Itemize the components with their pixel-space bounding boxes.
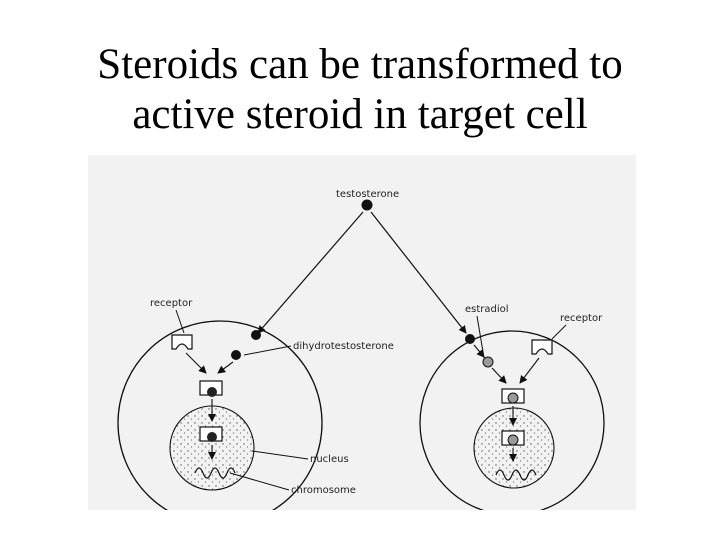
leader-receptor-left (175, 309, 185, 334)
label-testosterone: testosterone (336, 189, 399, 200)
arrow-right-receptor-bind (519, 357, 540, 384)
arrow-right-estradiol-bind (491, 367, 507, 384)
label-receptor-right: receptor (560, 313, 603, 324)
label-dihydrotestosterone: dihydrotestosterone (293, 341, 394, 352)
right-cell-membrane (419, 330, 605, 510)
label-estradiol: estradiol (465, 304, 509, 315)
dht-molecule (231, 350, 241, 360)
arrow-left-dht-bind (217, 361, 234, 374)
slide-title: Steroids can be transformed to active st… (0, 40, 720, 140)
left-testosterone-entered (251, 330, 261, 340)
leader-dht (243, 345, 292, 356)
diagram-svg: testosterone receptor dihydrotestosteron… (117, 189, 605, 510)
arrow-left-receptor-bind (185, 352, 207, 374)
right-free-receptor (531, 339, 553, 355)
arrow-to-left-cell (257, 211, 364, 334)
label-chromosome: chromosome (291, 485, 356, 496)
estradiol-molecule (482, 356, 494, 368)
steroid-diagram: testosterone receptor dihydrotestosteron… (88, 155, 636, 510)
title-line-1: Steroids can be transformed to (97, 41, 623, 88)
left-cell-membrane (117, 320, 323, 510)
leader-chromosome (229, 472, 290, 491)
right-nuclear-hormone (507, 434, 519, 446)
left-bound-hormone (207, 387, 217, 397)
title-line-2: active steroid in target cell (132, 91, 588, 138)
label-receptor-left: receptor (150, 298, 193, 309)
arrow-aromatization (473, 344, 485, 358)
left-chromosome (194, 467, 236, 479)
right-nucleus (473, 407, 555, 489)
label-nucleus: nucleus (310, 454, 349, 465)
left-nuclear-hormone (207, 432, 217, 442)
arrow-to-right-cell (370, 211, 467, 334)
left-free-receptor (171, 334, 193, 350)
right-chromosome (495, 469, 537, 481)
leader-nucleus (251, 450, 309, 460)
right-testosterone-entered (465, 334, 475, 344)
testosterone-molecule (361, 199, 373, 211)
leader-receptor-right (551, 324, 567, 340)
right-bound-hormone (507, 392, 519, 404)
